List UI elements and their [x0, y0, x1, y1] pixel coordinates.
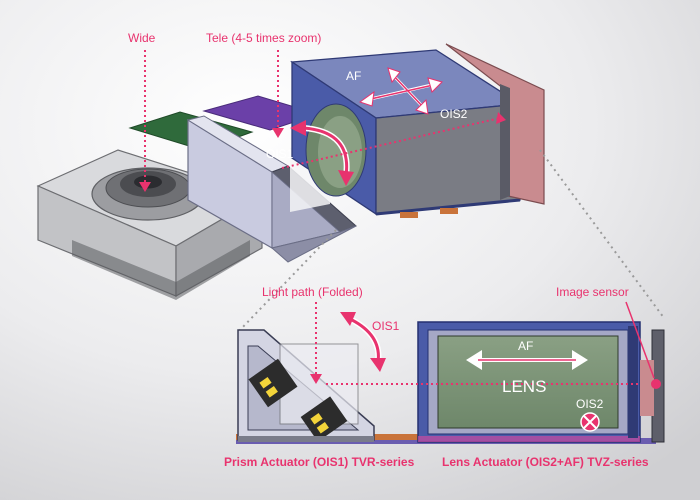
caption-prism-actuator: Prism Actuator (OIS1) TVR-series [224, 455, 415, 469]
prism-coil-upper [248, 358, 298, 408]
detail-cross-section [236, 301, 665, 444]
label-ois1-bottom: OIS1 [372, 319, 400, 333]
prism-actuator-detail [237, 329, 375, 442]
label-tele: Tele (4-5 times zoom) [206, 31, 321, 45]
label-ois2-bottom: OIS2 [576, 397, 604, 411]
image-sensor-plate [445, 43, 545, 205]
caption-lens-actuator: Lens Actuator (OIS2+AF) TVZ-series [442, 455, 649, 469]
exploded-module-view [36, 43, 665, 331]
folded-light-path-top [281, 117, 501, 169]
af-ois2-arrows[interactable] [364, 72, 439, 110]
label-lens: LENS [502, 377, 546, 396]
label-image-sensor: Image sensor [556, 285, 629, 299]
image-sensor-surface [640, 360, 654, 416]
image-sensor-leader [625, 301, 655, 379]
label-ois2-top: OIS2 [440, 107, 468, 121]
prism-coil-lower [300, 396, 348, 442]
label-wide: Wide [128, 31, 156, 45]
sensor-focus-point [651, 379, 661, 389]
label-af-bottom: AF [518, 339, 533, 353]
label-light-path: Light path (Folded) [262, 285, 363, 299]
label-af-top: AF [346, 69, 361, 83]
prism-block [186, 115, 357, 263]
lens-actuator-detail [417, 321, 641, 443]
label-ois1-top: OIS1 [266, 147, 294, 161]
